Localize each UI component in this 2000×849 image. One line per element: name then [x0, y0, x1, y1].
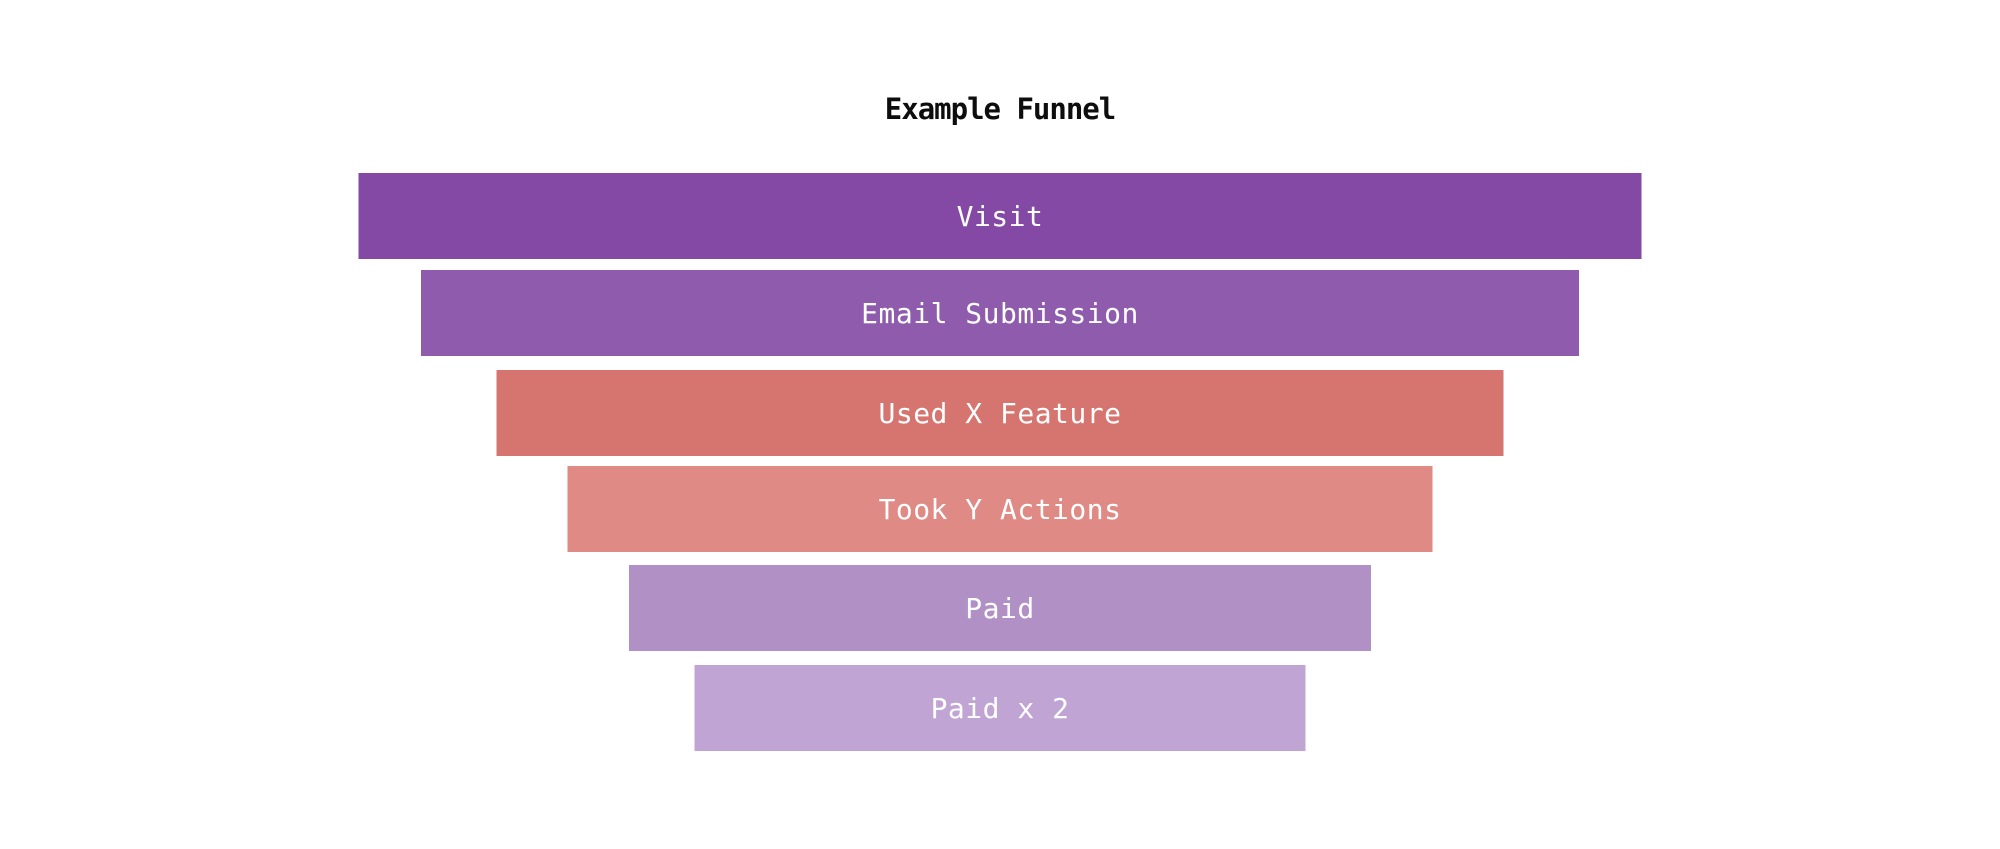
chart-title: Example Funnel — [884, 92, 1116, 126]
funnel-bar-email-submission: Email Submission — [421, 270, 1579, 356]
funnel-bar-label: Visit — [956, 199, 1044, 233]
funnel-bar-used-x-feature: Used X Feature — [496, 370, 1504, 456]
funnel-bar-label: Paid — [965, 591, 1035, 625]
funnel-bar-label: Paid x 2 — [930, 691, 1070, 725]
funnel-bar-paid-x-2: Paid x 2 — [694, 665, 1306, 751]
funnel-bar-paid: Paid — [629, 565, 1371, 651]
funnel-bar-label: Email Submission — [861, 296, 1139, 330]
funnel-bar-label: Used X Feature — [878, 396, 1122, 430]
funnel-bar-visit: Visit — [358, 173, 1642, 259]
funnel-bar-label: Took Y Actions — [878, 492, 1122, 526]
funnel-bar-took-y-actions: Took Y Actions — [567, 466, 1433, 552]
